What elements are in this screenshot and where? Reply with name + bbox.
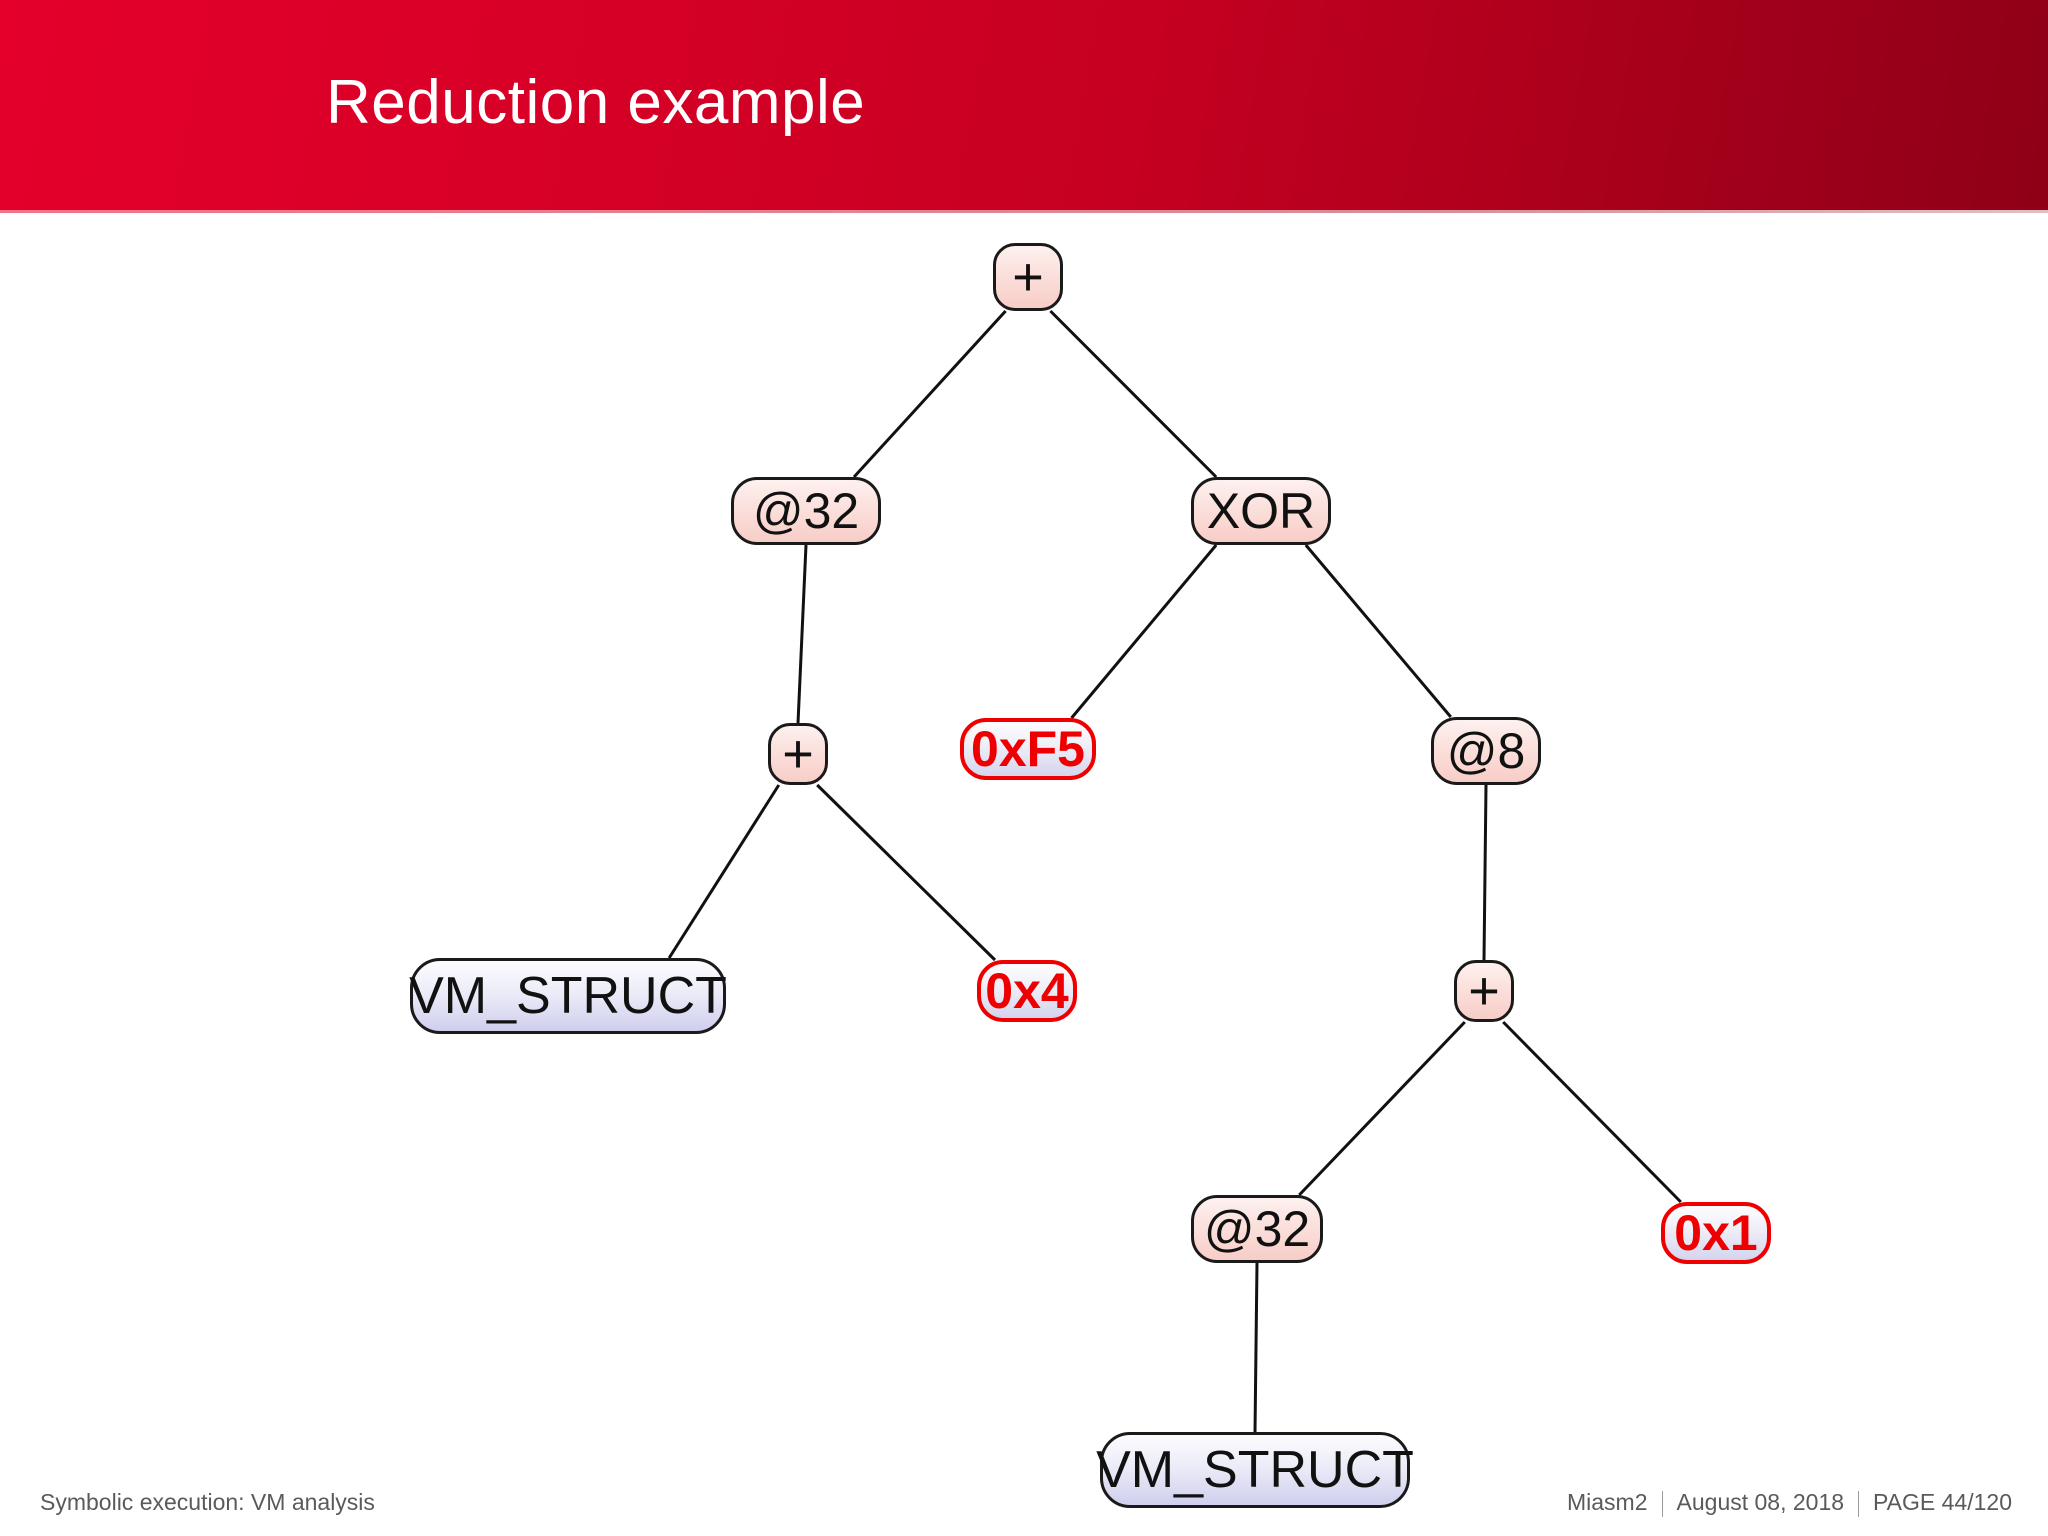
page-title: Reduction example bbox=[326, 68, 866, 137]
tree-node-: + bbox=[1454, 960, 1514, 1022]
footer-date: August 08, 2018 bbox=[1676, 1489, 1845, 1515]
tree-edge-n1-n3 bbox=[1049, 309, 1218, 479]
tree-node-vm-struct: VM_STRUCT bbox=[1096, 1432, 1414, 1508]
footer-right-meta: Miasm2 August 08, 2018 PAGE 44/120 bbox=[1567, 1489, 2012, 1517]
tree-edge-n9-n10 bbox=[1298, 1020, 1466, 1197]
footer-separator-2 bbox=[1858, 1490, 1860, 1517]
tree-node-32: @32 bbox=[731, 477, 881, 545]
tree-node-label: + bbox=[1012, 247, 1044, 307]
tree-node-: + bbox=[768, 723, 828, 785]
tree-node-xor: XOR bbox=[1191, 477, 1331, 545]
header-underline bbox=[0, 210, 2048, 213]
tree-edge-n3-n5 bbox=[1070, 544, 1218, 719]
footer-page-number: PAGE 44/120 bbox=[1873, 1489, 2012, 1515]
tree-node-label: XOR bbox=[1206, 483, 1316, 539]
tree-edge-n2-n4 bbox=[796, 544, 808, 724]
tree-node-label: 0x1 bbox=[1674, 1205, 1758, 1261]
tree-edges bbox=[667, 309, 1682, 1433]
tree-node-8: @8 bbox=[1431, 717, 1541, 785]
tree-edge-n4-n8 bbox=[816, 783, 997, 962]
tree-edge-n10-n12 bbox=[1253, 1262, 1259, 1433]
tree-node-: + bbox=[993, 243, 1063, 311]
footer-project: Miasm2 bbox=[1567, 1489, 1648, 1515]
tree-node-label: VM_STRUCT bbox=[1096, 1441, 1414, 1499]
tree-node-0x1: 0x1 bbox=[1661, 1202, 1771, 1264]
tree-edge-n6-n9 bbox=[1482, 784, 1488, 961]
tree-node-label: 0xF5 bbox=[971, 721, 1085, 777]
tree-edge-n3-n6 bbox=[1304, 544, 1452, 718]
tree-node-label: + bbox=[1468, 961, 1500, 1021]
slide-header bbox=[0, 0, 2048, 210]
tree-node-32: @32 bbox=[1191, 1195, 1323, 1263]
tree-node-label: VM_STRUCT bbox=[409, 967, 727, 1025]
tree-edge-n4-n7 bbox=[667, 784, 781, 959]
footer-separator-1 bbox=[1661, 1490, 1663, 1517]
tree-edge-n1-n2 bbox=[852, 309, 1007, 479]
tree-node-label: 0x4 bbox=[985, 963, 1069, 1019]
tree-node-label: @32 bbox=[752, 483, 860, 539]
footer-left-label: Symbolic execution: VM analysis bbox=[40, 1489, 375, 1515]
tree-node-0x4: 0x4 bbox=[977, 960, 1077, 1022]
tree-node-vm-struct: VM_STRUCT bbox=[409, 958, 727, 1034]
tree-node-label: + bbox=[782, 724, 814, 784]
tree-node-label: @32 bbox=[1203, 1201, 1311, 1257]
tree-node-label: @8 bbox=[1446, 723, 1526, 779]
tree-edge-n9-n11 bbox=[1502, 1020, 1682, 1204]
tree-node-0xf5: 0xF5 bbox=[960, 718, 1096, 780]
